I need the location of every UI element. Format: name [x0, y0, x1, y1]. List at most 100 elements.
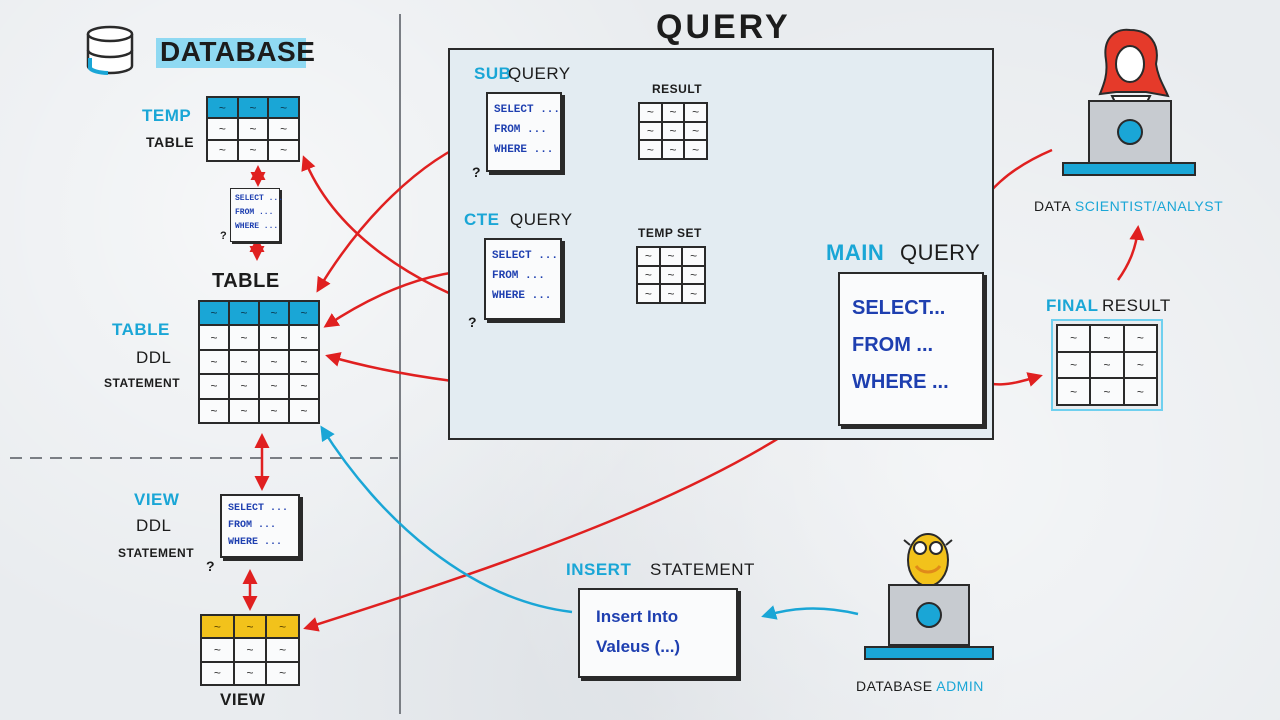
cell: ~ — [1091, 379, 1123, 404]
cell: ~ — [202, 662, 233, 684]
database-admin-label: Database Admin — [856, 678, 984, 694]
cell: ~ — [290, 399, 318, 422]
admin-laptop-screen — [888, 584, 970, 646]
cell: ~ — [1058, 352, 1090, 378]
cell: ~ — [260, 375, 288, 398]
view-label: View — [220, 690, 266, 709]
logo-icon — [916, 602, 942, 628]
data-scientist-figure — [1098, 28, 1170, 105]
cell: ~ — [640, 141, 661, 158]
admin-laptop-base — [864, 646, 994, 660]
cell: ~ — [230, 326, 258, 349]
main-query-label-a: Main — [826, 240, 885, 265]
database-admin-label-a: Database — [856, 678, 937, 694]
cell: ~ — [1124, 352, 1156, 378]
cell: ~ — [238, 140, 268, 160]
sql-from: From ... — [228, 520, 277, 531]
cell: ~ — [290, 350, 318, 374]
cell: ~ — [202, 639, 233, 661]
main-table: ~ ~ ~ ~ ~~~~ ~~~~ ~~~~ ~~~~ — [198, 300, 320, 424]
cte-label-a: CTE — [464, 210, 500, 229]
table-label: Table — [212, 270, 280, 292]
cell: ~ — [685, 141, 706, 158]
insert-doc: Insert Into Valeus (...) — [578, 588, 738, 678]
cell: ~ — [200, 326, 228, 349]
cell: ~ — [267, 639, 298, 661]
sql-where: Where ... — [852, 371, 949, 393]
main-query-label-b: Query — [900, 240, 981, 265]
question-mark: ? — [206, 558, 215, 574]
cell: ~ — [662, 141, 684, 158]
temp-table-label-b: Table — [146, 134, 195, 150]
cell: ~ — [269, 140, 298, 160]
cell: ~ — [685, 122, 706, 140]
final-result-table: ~~~ ~~~ ~~~ — [1056, 324, 1158, 406]
diagram-title: Query — [656, 8, 791, 46]
header-cell: ~ — [208, 98, 237, 118]
header-cell: ~ — [238, 98, 268, 118]
sql-where: Where ... — [228, 537, 283, 548]
view-ddl-doc: Select ... From ... Where ... — [220, 494, 300, 558]
sql-where: Where ... — [235, 222, 279, 231]
question-mark: ? — [468, 314, 477, 330]
sql-from: From ... — [492, 270, 545, 282]
cte-doc: Select ... From ... Where ... — [484, 238, 562, 320]
arrow-insert-table — [320, 425, 573, 614]
temp-set-table: ~~~ ~~~ ~~~ — [636, 246, 706, 304]
database-icon — [86, 25, 134, 75]
database-label-highlight — [156, 38, 306, 68]
cell: ~ — [1124, 379, 1156, 404]
header-cell: ~ — [234, 616, 266, 638]
result-label: Result — [652, 82, 703, 96]
sql-from: From ... — [494, 124, 547, 136]
logo-icon — [1117, 119, 1143, 145]
cell: ~ — [660, 248, 682, 265]
cell: ~ — [640, 122, 661, 140]
table-ddl-label-a: Table — [112, 320, 170, 339]
sql-select: Select ... — [494, 104, 561, 116]
database-admin-label-b: Admin — [936, 678, 984, 694]
cell: ~ — [660, 285, 682, 302]
cell: ~ — [269, 119, 298, 139]
view-ddl-label-c: Statement — [118, 546, 195, 560]
cell: ~ — [230, 375, 258, 398]
cell: ~ — [267, 662, 298, 684]
table-ddl-label-c: Statement — [104, 376, 181, 390]
insert-label-b: Statement — [650, 560, 755, 579]
question-mark: ? — [220, 230, 227, 242]
temp-table-label-a: Temp — [142, 106, 192, 125]
cell: ~ — [662, 122, 684, 140]
cell: ~ — [234, 662, 266, 684]
cell: ~ — [660, 266, 682, 284]
cell: ~ — [638, 285, 659, 302]
cell: ~ — [683, 285, 704, 302]
view-ddl-label-b: DDL — [136, 516, 172, 535]
sql-select: Select ... — [235, 194, 284, 203]
cell: ~ — [1091, 326, 1123, 351]
data-scientist-label: Data Scientist/Analyst — [1034, 198, 1223, 214]
cell: ~ — [1058, 326, 1090, 351]
cell: ~ — [683, 266, 704, 284]
cell: ~ — [683, 248, 704, 265]
header-cell: ~ — [267, 616, 298, 638]
arrow-final-scientist — [1116, 225, 1145, 281]
header-cell: ~ — [200, 302, 228, 325]
view-table: ~ ~ ~ ~~~ ~~~ — [200, 614, 300, 686]
main-query-doc: Select... From ... Where ... — [838, 272, 984, 426]
data-scientist-label-b: Scientist/Analyst — [1074, 198, 1224, 214]
header-cell: ~ — [260, 302, 288, 325]
sql-where: Where ... — [494, 144, 554, 156]
subquery-label-a: Sub — [474, 64, 512, 83]
sql-from: From ... — [852, 334, 934, 356]
header-cell: ~ — [290, 302, 318, 325]
cte-label-b: Query — [510, 210, 573, 229]
cell: ~ — [290, 375, 318, 398]
arrow-admin-insert — [761, 605, 859, 620]
temp-table: ~ ~ ~ ~ ~ ~ ~ ~ ~ — [206, 96, 300, 162]
cell: ~ — [238, 119, 268, 139]
cell: ~ — [260, 350, 288, 374]
sql-select: Select ... — [228, 503, 289, 514]
cell: ~ — [200, 375, 228, 398]
cell: ~ — [662, 104, 684, 121]
cell: ~ — [260, 326, 288, 349]
